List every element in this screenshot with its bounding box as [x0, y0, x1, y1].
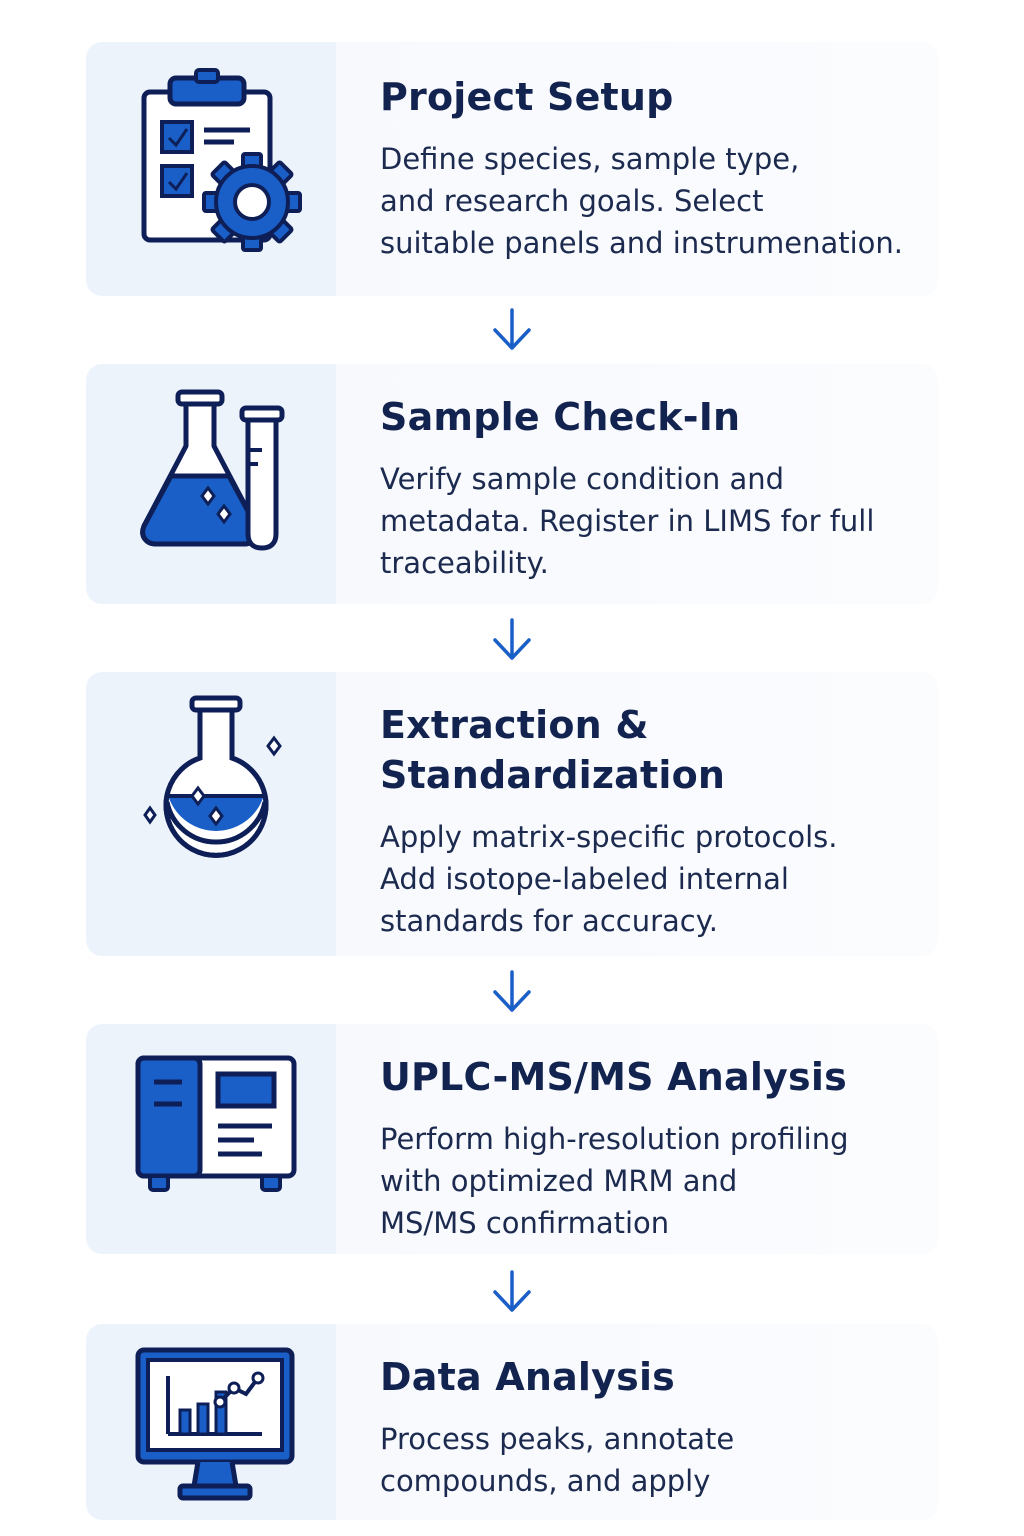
down-arrow-icon	[492, 308, 532, 352]
step-icon-container	[86, 1324, 336, 1520]
step-description: Apply matrix-specific protocols. Add iso…	[380, 820, 838, 938]
step-icon-container	[86, 364, 336, 604]
step-card-sample-check-in: Sample Check-In Verify sample condition …	[86, 364, 938, 604]
down-arrow-icon	[492, 1270, 532, 1314]
step-card-project-setup: Project Setup Define species, sample typ…	[86, 42, 938, 296]
step-icon-container	[86, 672, 336, 956]
monitor-chart-icon	[135, 1347, 295, 1501]
step-title: Extraction & Standardization	[380, 703, 726, 797]
flask-tube-icon	[140, 389, 285, 551]
instrument-icon	[135, 1055, 297, 1192]
clipboard-gear-icon	[141, 68, 302, 252]
down-arrow-icon	[492, 618, 532, 662]
step-description: Process peaks, annotate compounds, and a…	[380, 1422, 735, 1498]
step-description: Perform high-resolution profiling with o…	[380, 1122, 849, 1240]
step-title: Data Analysis	[380, 1355, 675, 1399]
round-flask-icon	[143, 695, 282, 858]
down-arrow-icon	[492, 970, 532, 1014]
step-card-extraction: Extraction & Standardization Apply matri…	[86, 672, 938, 956]
step-title: Project Setup	[380, 75, 674, 119]
step-icon-container	[86, 1024, 336, 1254]
step-description: Define species, sample type, and researc…	[380, 142, 904, 260]
step-card-uplc-analysis: UPLC-MS/MS Analysis Perform high-resolut…	[86, 1024, 938, 1254]
step-title: UPLC-MS/MS Analysis	[380, 1055, 847, 1099]
step-title: Sample Check-In	[380, 395, 741, 439]
step-icon-container	[86, 42, 336, 296]
step-card-data-analysis: Data Analysis Process peaks, annotate co…	[86, 1324, 938, 1520]
step-description: Verify sample condition and metadata. Re…	[380, 462, 875, 580]
